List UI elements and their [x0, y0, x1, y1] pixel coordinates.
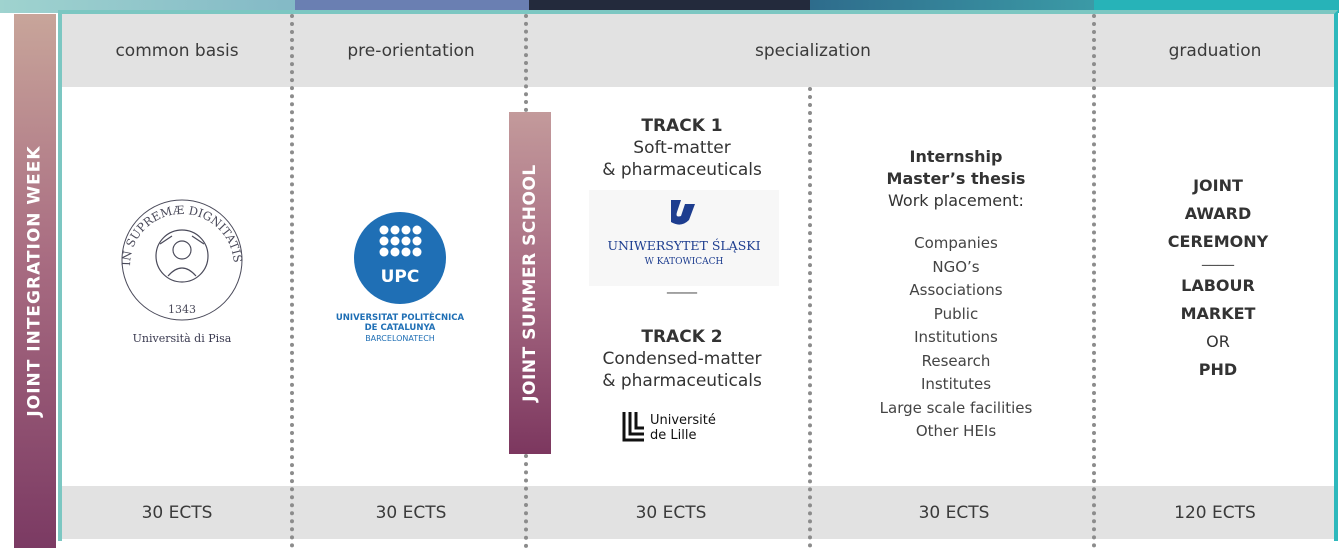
- list-item: Research: [921, 351, 991, 370]
- upc-logo: UPC UNIVERSITAT POLITÈCNICA DE CATALUNYA…: [318, 210, 482, 350]
- track-1-line1: Soft-matter: [633, 138, 731, 158]
- program-frame: [58, 10, 1338, 541]
- labour-label: LABOUR: [1181, 276, 1255, 295]
- top-band-5: [1094, 0, 1339, 13]
- or-label: OR: [1206, 332, 1230, 351]
- track-2-line1: Condensed-matter: [602, 349, 762, 369]
- top-band-4: [810, 0, 1094, 13]
- list-item: NGO’s: [932, 257, 980, 276]
- ects-internship: 30 ECTS: [918, 502, 990, 523]
- track-1-block: TRACK 1 Soft-matter & pharmaceuticals: [570, 115, 794, 181]
- svg-text:BARCELONATECH: BARCELONATECH: [365, 334, 435, 343]
- svg-text:1343: 1343: [168, 303, 196, 316]
- list-item: Companies: [914, 234, 998, 252]
- svg-text:W KATOWICACH: W KATOWICACH: [645, 257, 724, 267]
- track-2-title: TRACK 2: [641, 327, 723, 347]
- separator-1: [290, 14, 294, 548]
- svg-text:IN SUPREMÆ DIGNITATIS: IN SUPREMÆ DIGNITATIS: [119, 203, 245, 266]
- list-item: Institutes: [920, 375, 992, 393]
- graduation-block: JOINT AWARD CEREMONY ____ LABOUR MARKET …: [1110, 172, 1326, 384]
- svg-text:UNIWERSYTET ŚLĄSKI: UNIWERSYTET ŚLĄSKI: [607, 237, 760, 253]
- separator-2b: [524, 454, 528, 548]
- universite-de-lille-logo: Université de Lille: [622, 410, 752, 444]
- joint-label: JOINT: [1193, 176, 1243, 195]
- top-band-3: [529, 0, 810, 13]
- university-of-pisa-logo: IN SUPREMÆ DIGNITATIS 1343 Università di…: [108, 192, 256, 352]
- ects-pre-orientation: 30 ECTS: [375, 502, 447, 523]
- svg-text:Université: Université: [650, 413, 716, 428]
- svg-text:UPC: UPC: [381, 267, 420, 287]
- phase-specialization: specialization: [755, 40, 871, 61]
- svg-text:UNIVERSITAT POLITÈCNICA: UNIVERSITAT POLITÈCNICA: [336, 311, 465, 323]
- svg-text:DE CATALUNYA: DE CATALUNYA: [365, 323, 436, 333]
- separator-4: [1092, 14, 1096, 548]
- internship-title: Internship: [909, 147, 1003, 166]
- svg-text:de Lille: de Lille: [650, 428, 696, 443]
- separator-2a: [524, 14, 528, 112]
- ects-graduation: 120 ECTS: [1174, 502, 1256, 523]
- track-1-line2: & pharmaceuticals: [602, 160, 762, 180]
- placement-list: Companies NGO’s Associations Public Inst…: [816, 232, 1096, 444]
- ects-track: 30 ECTS: [635, 502, 707, 523]
- phd-label: PHD: [1198, 360, 1238, 379]
- phase-graduation: graduation: [1168, 40, 1262, 61]
- ceremony-label: CEREMONY: [1167, 232, 1269, 251]
- list-item: Large scale facilities: [879, 398, 1033, 417]
- list-item: Other HEIs: [915, 422, 997, 440]
- top-band-1: [0, 0, 295, 13]
- joint-integration-week-label: JOINT INTEGRATION WEEK: [25, 145, 45, 417]
- ects-footer-row: 30 ECTS 30 ECTS 30 ECTS 30 ECTS 120 ECTS: [62, 486, 1334, 539]
- joint-integration-week-bar: JOINT INTEGRATION WEEK: [14, 14, 56, 548]
- university-of-silesia-logo: UNIWERSYTET ŚLĄSKI W KATOWICACH: [589, 190, 779, 286]
- joint-summer-school-bar: JOINT SUMMER SCHOOL: [509, 112, 551, 454]
- market-label: MARKET: [1180, 304, 1256, 323]
- track-divider: ____: [667, 276, 697, 294]
- track-1-title: TRACK 1: [641, 116, 723, 136]
- pisa-name: Università di Pisa: [133, 332, 232, 345]
- separator-3: [808, 87, 812, 548]
- list-item: Public: [933, 304, 979, 323]
- list-item: Institutions: [914, 328, 998, 346]
- list-item: Associations: [909, 281, 1003, 299]
- joint-summer-school-label: JOINT SUMMER SCHOOL: [520, 164, 540, 402]
- top-band-2: [295, 0, 529, 13]
- graduation-divider: ____: [1202, 247, 1234, 266]
- phase-common-basis: common basis: [115, 40, 239, 61]
- internship-block: Internship Master’s thesis Work placemen…: [816, 146, 1096, 212]
- track-2-block: TRACK 2 Condensed-matter & pharmaceutica…: [570, 326, 794, 392]
- track-2-line2: & pharmaceuticals: [602, 371, 762, 391]
- work-placement-subtitle: Work placement:: [888, 191, 1024, 210]
- phase-pre-orientation: pre-orientation: [347, 40, 475, 61]
- ects-common-basis: 30 ECTS: [141, 502, 213, 523]
- masters-thesis-title: Master’s thesis: [886, 169, 1026, 188]
- award-label: AWARD: [1184, 204, 1252, 223]
- phase-header-row: common basis pre-orientation specializat…: [62, 14, 1334, 87]
